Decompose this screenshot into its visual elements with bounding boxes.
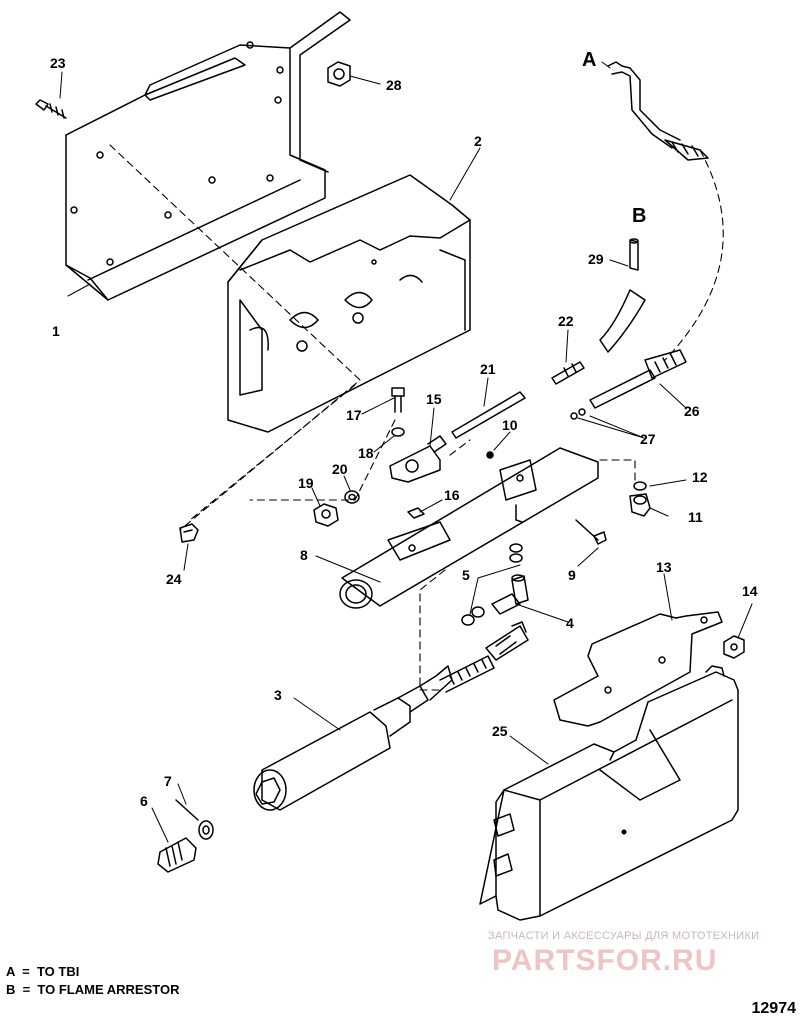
detail-a-tube	[607, 61, 709, 161]
part-19-nut	[313, 503, 339, 527]
part-1-mounting-bracket	[65, 11, 351, 301]
callout-13: 13	[656, 559, 672, 575]
callout-14: 14	[742, 583, 758, 599]
figure-number: 12974	[751, 1000, 797, 1017]
callout-1: 1	[52, 323, 60, 339]
legend-a: A = TO TBI	[6, 964, 80, 979]
assembly-guide-lines	[109, 144, 724, 691]
part-9-pin	[575, 519, 607, 545]
callout-19: 19	[298, 475, 314, 491]
callout-6: 6	[140, 793, 148, 809]
part-17-bolt	[391, 387, 405, 413]
part-16-clip	[407, 507, 425, 519]
callout-4: 4	[566, 615, 574, 631]
part-27-o-rings	[570, 408, 586, 420]
part-12-o-ring	[633, 481, 647, 491]
part-8-fuel-rail	[339, 447, 599, 609]
part-23-screw	[35, 99, 67, 119]
detail-label-b: B	[632, 205, 646, 227]
part-22-fitting	[551, 361, 585, 385]
part-7-washer	[175, 799, 214, 840]
part-13-bracket	[553, 611, 723, 727]
legend-b: B = TO FLAME ARRESTOR	[6, 982, 180, 997]
callout-2: 2	[474, 133, 482, 149]
part-4-elbow-fitting	[491, 574, 529, 615]
watermark-logo: PARTSFOR.RU	[492, 944, 718, 977]
part-28-nut	[327, 61, 351, 87]
callout-20: 20	[332, 461, 348, 477]
callout-28: 28	[386, 77, 402, 93]
callout-5: 5	[462, 567, 470, 583]
part-11-fitting	[629, 493, 651, 517]
callout-23: 23	[50, 55, 66, 71]
callout-16: 16	[444, 487, 460, 503]
part-15-regulator	[389, 435, 447, 483]
detail-label-a: A	[582, 49, 596, 71]
callout-22: 22	[558, 313, 574, 329]
part-6-fitting	[157, 837, 197, 873]
callout-8: 8	[300, 547, 308, 563]
part-10-ball	[486, 451, 494, 459]
callout-15: 15	[426, 391, 442, 407]
part-18-washer	[391, 427, 405, 437]
part-14-nut	[723, 635, 745, 659]
callout-26: 26	[684, 403, 700, 419]
callout-11: 11	[688, 509, 703, 525]
part-20-washer	[344, 490, 360, 504]
part-24-bolt	[179, 523, 199, 543]
watermark-tagline: ЗАПЧАСТИ И АКСЕССУАРЫ ДЛЯ МОТОТЕХНИКИ	[488, 930, 760, 942]
part-29-hose	[599, 238, 646, 353]
callout-21: 21	[480, 361, 496, 377]
callout-leader-lines	[59, 61, 753, 843]
callout-18: 18	[358, 445, 374, 461]
callout-10: 10	[502, 417, 518, 433]
part-3-fuel-pump	[253, 621, 529, 811]
part-21-rod	[451, 391, 526, 439]
part-25-cooler-housing	[479, 665, 739, 921]
callout-24: 24	[166, 571, 182, 587]
callout-7: 7	[164, 773, 172, 789]
callout-27: 27	[640, 431, 656, 447]
callout-numbers: 1 2 3 4 5 6 7 8 9 10 11 12 13 14 15 16 1…	[50, 49, 758, 809]
part-5-o-rings	[461, 543, 523, 626]
callout-17: 17	[346, 407, 362, 423]
part-26-fuel-line	[589, 349, 687, 409]
callout-12: 12	[692, 469, 708, 485]
callout-9: 9	[568, 567, 576, 583]
callout-25: 25	[492, 723, 508, 739]
callout-3: 3	[274, 687, 282, 703]
callout-29: 29	[588, 251, 604, 267]
part-2-plate	[227, 174, 471, 433]
